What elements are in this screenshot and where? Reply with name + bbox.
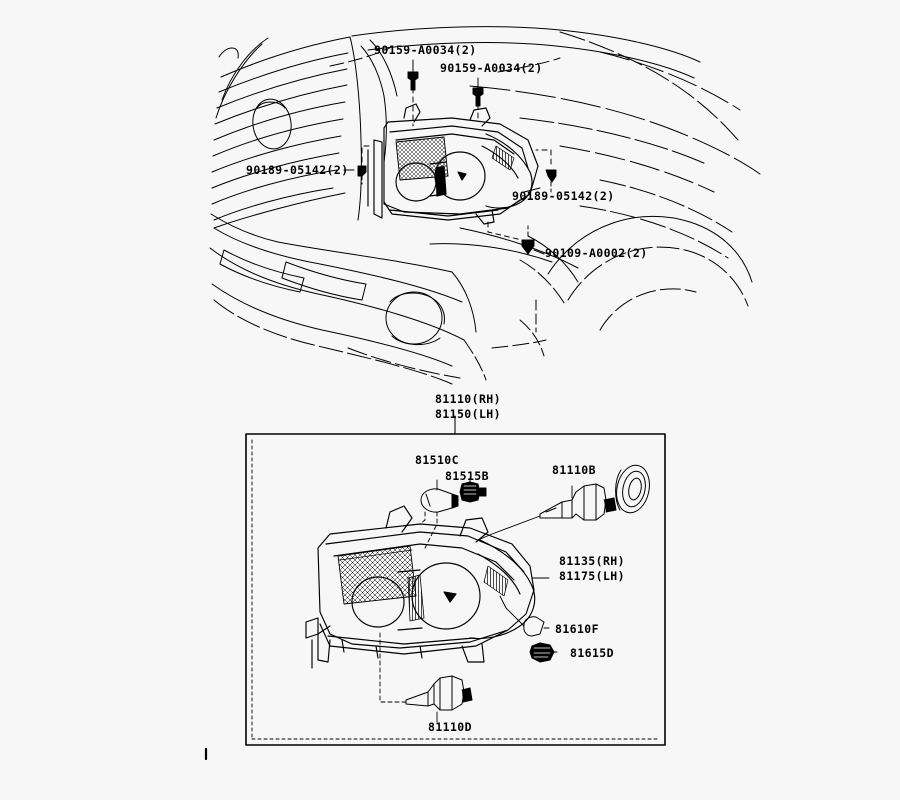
callout-90189-05142-right: 90189-05142(2): [512, 189, 615, 203]
part-81615d-socket: [529, 642, 555, 663]
callout-90109-a0002: 90109-A0002(2): [545, 246, 648, 260]
part-label-81110d: 81110D: [428, 720, 472, 734]
part-81515b-socket: [459, 481, 487, 503]
assembly-number-lh: 81150(LH): [435, 407, 501, 421]
exploded-callout-leaders: [379, 477, 573, 723]
exploded-panel-frame: [204, 433, 666, 761]
part-label-81515b: 81515B: [445, 469, 489, 483]
exploded-headlamp-body: [305, 505, 536, 669]
part-label-81110b: 81110B: [552, 463, 596, 477]
part-label-81510c: 81510C: [415, 453, 459, 467]
callout-90189-05142-left: 90189-05142(2): [246, 163, 349, 177]
part-label-81610f: 81610F: [555, 622, 599, 636]
part-rubber-cap-ring: [615, 464, 650, 514]
installed-headlamp: [367, 103, 539, 225]
part-81110b-bulb-socket: [539, 483, 617, 521]
vehicle-callout-leaders: [329, 47, 561, 255]
assembly-number-rh: 81110(RH): [435, 392, 501, 406]
part-81110d-bulb: [405, 675, 473, 711]
callout-90159-a0034-left: 90159-A0034(2): [374, 43, 477, 57]
part-81510c-bulb: [420, 488, 459, 513]
part-label-81615d: 81615D: [570, 646, 614, 660]
part-label-81175-lh: 81175(LH): [559, 569, 625, 583]
part-label-81135-rh: 81135(RH): [559, 554, 625, 568]
vehicle-front-body: [209, 26, 761, 385]
part-81610f-bulb: [523, 616, 545, 637]
callout-90159-a0034-right: 90159-A0034(2): [440, 61, 543, 75]
